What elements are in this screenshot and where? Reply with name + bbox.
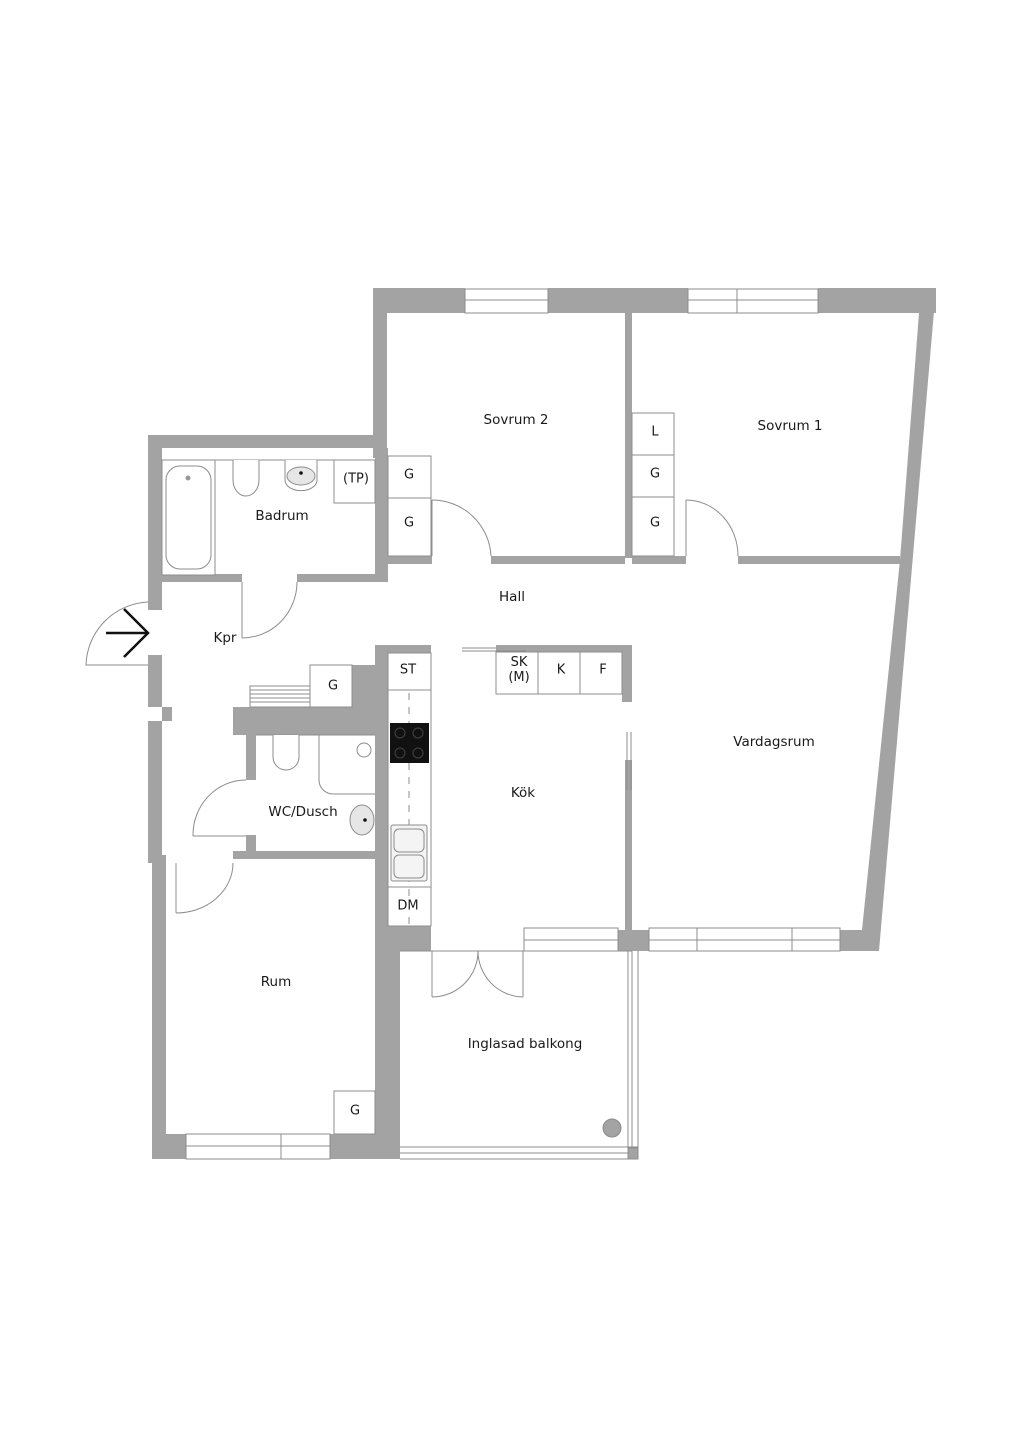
fixture-label-tp: (TP): [343, 471, 369, 487]
fixture-label-sk-m: SK (M): [508, 655, 530, 685]
room-label-kok: Kök: [510, 785, 536, 802]
kitchen-sink-icon: [390, 824, 428, 882]
fixture-label-l: L: [651, 424, 659, 440]
balcony-column: [602, 1118, 622, 1138]
fixture-label-g-rum: G: [349, 1103, 361, 1119]
fixture-label-g-hall-2: G: [403, 515, 415, 531]
room-label-badrum: Badrum: [255, 508, 309, 525]
room-label-sovrum1: Sovrum 1: [757, 418, 823, 435]
wc-fixtures: [256, 734, 375, 836]
fixture-label-f: F: [599, 662, 607, 678]
fixture-label-k: K: [556, 662, 566, 678]
cabinets: [249, 412, 675, 1135]
room-label-sovrum2: Sovrum 2: [483, 412, 549, 429]
room-label-vardagsrum: Vardagsrum: [733, 734, 815, 751]
room-label-hall: Hall: [499, 589, 525, 606]
bathroom-fixtures: [161, 459, 375, 576]
entrance-arrow-icon: [106, 608, 150, 658]
fixture-label-dm: DM: [395, 898, 421, 915]
doors: [85, 499, 739, 998]
room-label-kpr: Kpr: [213, 630, 237, 647]
windows: [185, 288, 841, 1160]
room-label-rum: Rum: [260, 974, 292, 991]
fixture-label-g-sovrum1-1: G: [649, 466, 661, 482]
fixture-label-g-hall-1: G: [403, 467, 415, 483]
room-label-wc-dusch: WC/Dusch: [268, 804, 338, 821]
fixture-label-st: ST: [399, 662, 417, 678]
walls: [148, 288, 936, 1159]
fixture-label-g-kpr: G: [327, 678, 339, 694]
fixture-label-g-sovrum1-2: G: [649, 515, 661, 531]
stove-icon: [390, 723, 429, 763]
room-label-inglasad-balkong: Inglasad balkong: [467, 1036, 583, 1053]
